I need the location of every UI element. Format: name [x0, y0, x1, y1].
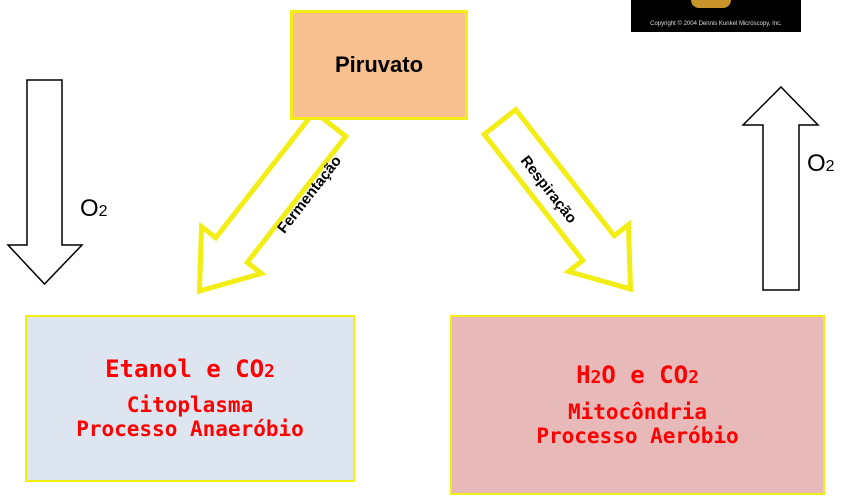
respiration-products: H2O e CO2 — [576, 361, 699, 390]
fermentation-process: Processo Anaeróbio — [76, 417, 304, 442]
pyruvate-label: Piruvato — [334, 52, 424, 77]
microscopy-image-fragment — [691, 0, 731, 8]
oxygen-label-left: O2 — [80, 195, 108, 222]
fermentation-products: Etanol e CO2 — [105, 354, 275, 383]
copyright-banner: Copyright © 2004 Dennis Kunkel Microscop… — [631, 0, 801, 32]
copyright-text: Copyright © 2004 Dennis Kunkel Microscop… — [650, 21, 782, 27]
oxygen-up-arrow — [741, 85, 820, 291]
oxygen-label-right: O2 — [807, 150, 835, 177]
fermentation-location: Citoplasma — [126, 393, 254, 418]
oxygen-down-arrow — [6, 79, 84, 286]
pyruvate-box: Piruvato — [290, 10, 468, 120]
respiration-arrow — [480, 106, 634, 293]
respiration-process: Processo Aeróbio — [536, 423, 739, 448]
fermentation-arrow — [196, 108, 350, 295]
respiration-location: Mitocôndria — [567, 399, 708, 424]
fermentation-result-box: Etanol e CO2 Citoplasma Processo Anaerób… — [25, 315, 355, 482]
respiration-result-box: H2O e CO2 Mitocôndria Processo Aeróbio — [450, 315, 825, 495]
